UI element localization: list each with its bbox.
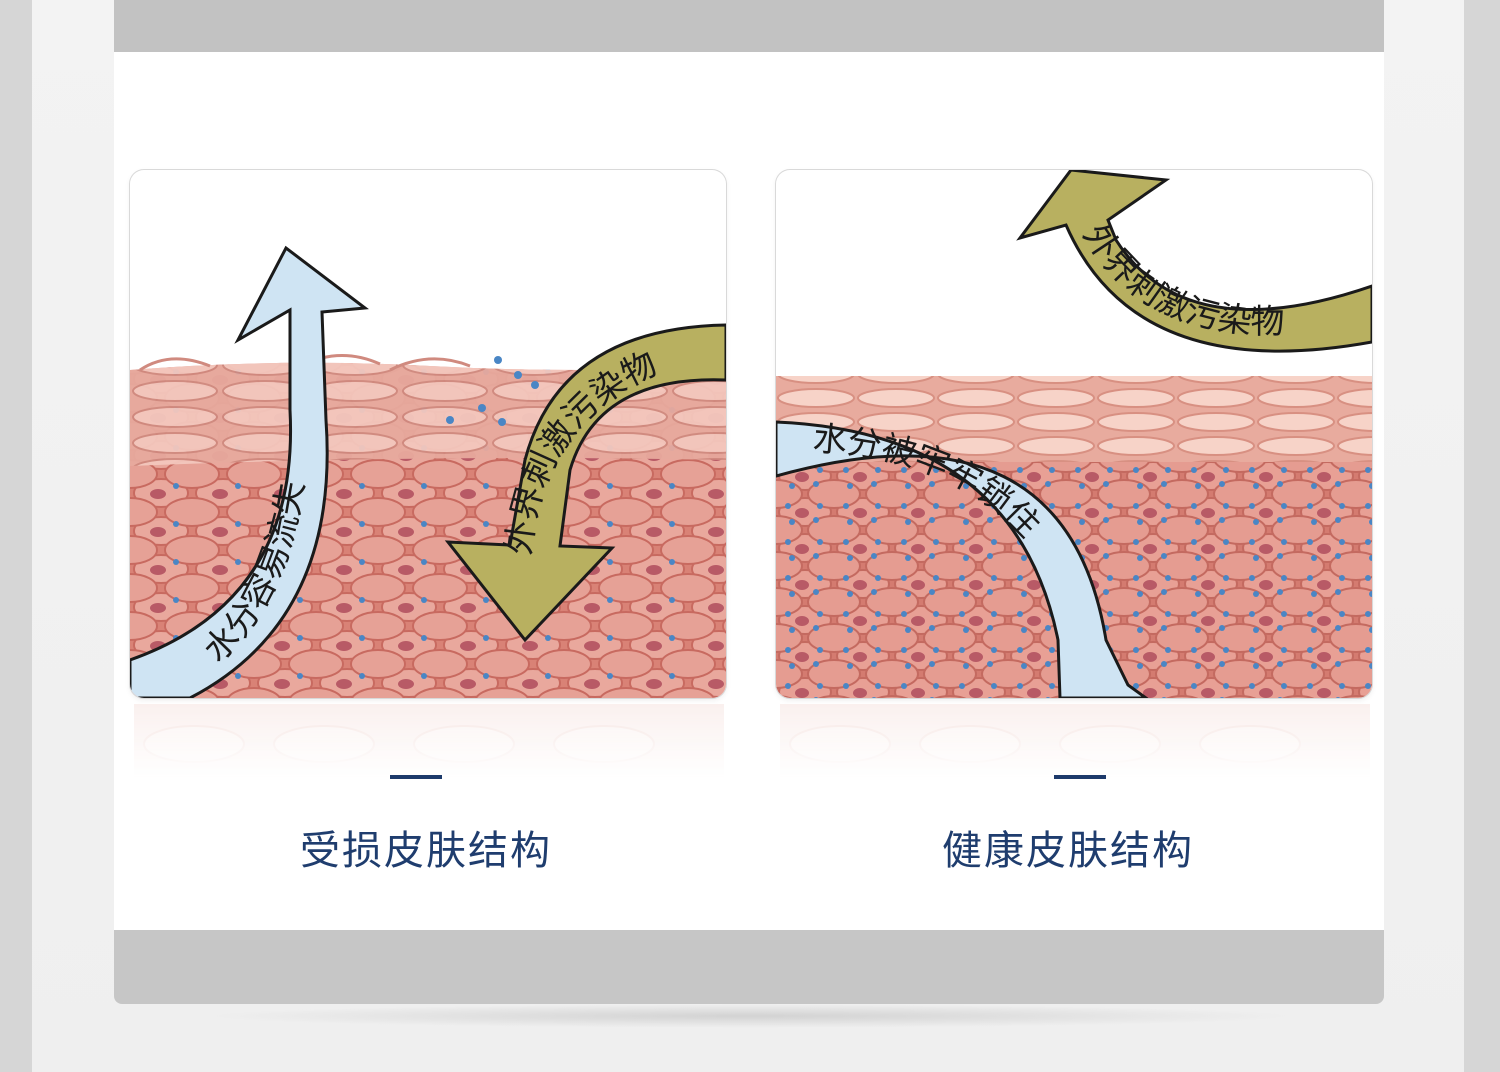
header-strip bbox=[114, 0, 1384, 52]
damaged-skin-reflection bbox=[134, 704, 724, 778]
healthy-skin-caption: 健康皮肤结构 bbox=[868, 818, 1268, 876]
damaged-skin-panel: 水分容易流失 外界刺激污染物 bbox=[130, 170, 726, 698]
footer-shadow bbox=[200, 1004, 1300, 1028]
healthy-skin-reflection bbox=[780, 704, 1370, 778]
caption-divider-left bbox=[390, 775, 442, 779]
caption-divider-right bbox=[1054, 775, 1106, 779]
healthy-skin-panel: 水分被牢牢锁住 外界刺激污染物 bbox=[776, 170, 1372, 698]
irritant-label-right: 外界刺激污染物 bbox=[1075, 217, 1285, 342]
damaged-skin-caption: 受损皮肤结构 bbox=[226, 818, 626, 876]
footer-strip bbox=[114, 930, 1384, 1004]
damaged-skin-illustration: 水分容易流失 外界刺激污染物 bbox=[130, 170, 726, 698]
healthy-skin-illustration: 水分被牢牢锁住 外界刺激污染物 bbox=[776, 170, 1372, 698]
